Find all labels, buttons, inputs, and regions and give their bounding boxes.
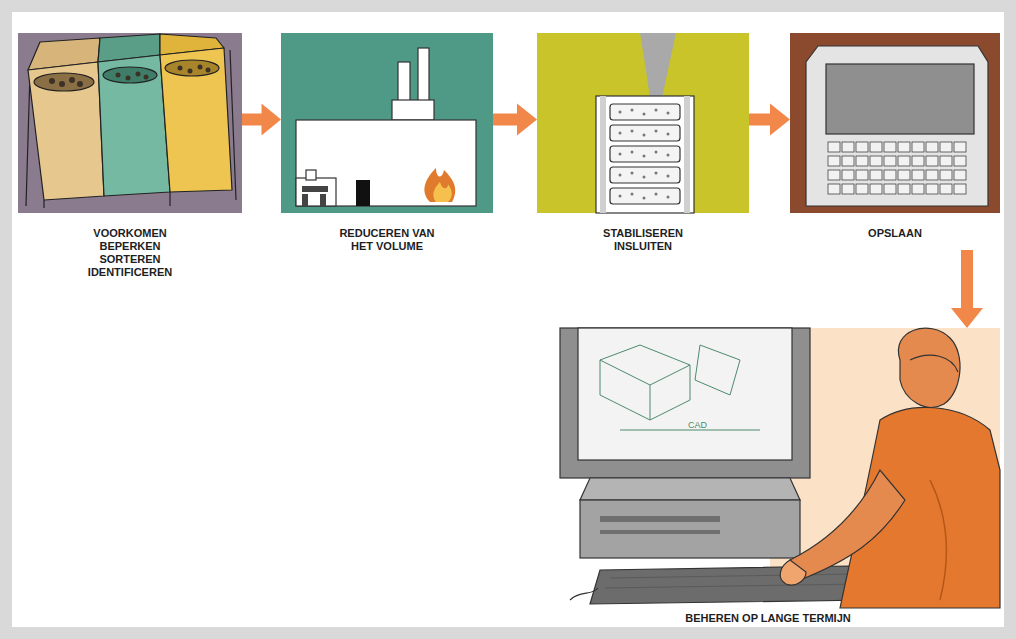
step-caption: BEHEREN OP LANGE TERMIJN (685, 612, 850, 625)
cad-workstation (560, 328, 1000, 608)
step-caption: VOORKOMEN BEPERKEN SORTEREN IDENTIFICERE… (88, 227, 172, 279)
flow-arrow (749, 103, 790, 135)
flow-arrow (951, 250, 983, 328)
flow-arrow (493, 103, 537, 135)
storage-building (806, 46, 988, 206)
step-caption: STABILISEREN INSLUITEN (603, 227, 683, 253)
screen-label: CAD (688, 420, 707, 430)
flow-arrow (242, 103, 281, 135)
step-caption: REDUCEREN VAN HET VOLUME (333, 227, 441, 253)
sorting-bins (26, 34, 236, 208)
step-caption: OPSLAAN (868, 227, 922, 240)
